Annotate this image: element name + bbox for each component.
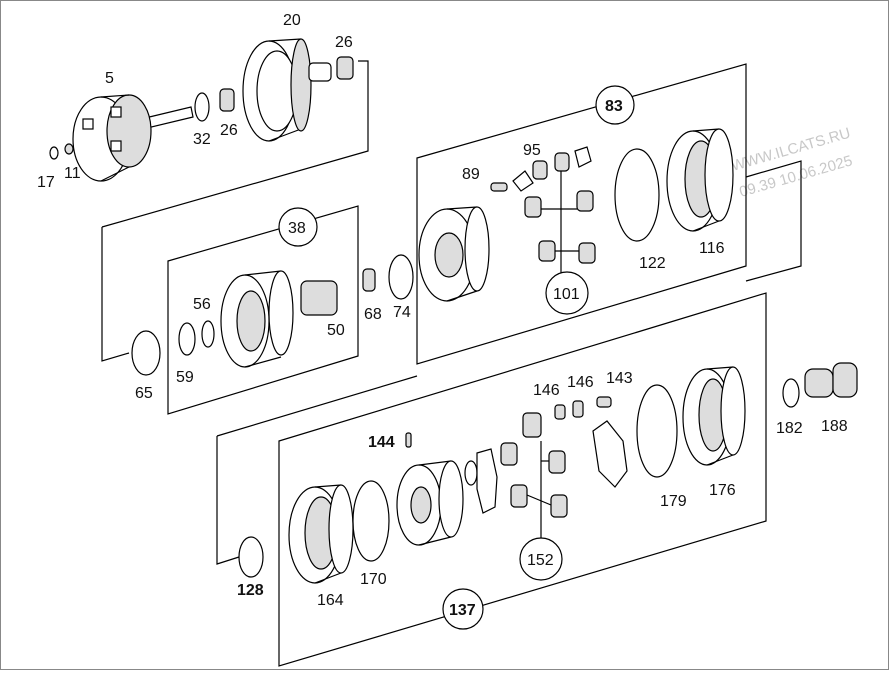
part-26-bearing-lower[interactable] [219, 88, 235, 112]
part-74-ring[interactable] [388, 254, 414, 300]
part-11-pin[interactable] [64, 143, 74, 155]
part-68-bearing[interactable] [362, 268, 376, 292]
callout-circle-83 [595, 85, 635, 125]
callout-circle-152 [519, 537, 563, 581]
label-26-upper: 26 [335, 34, 353, 51]
part-38-clutch-drum[interactable] [220, 270, 294, 368]
label-56: 56 [193, 296, 211, 313]
part-137-planet-carrier[interactable] [396, 460, 464, 546]
label-5: 5 [105, 70, 114, 87]
label-128: 128 [237, 582, 264, 599]
part-5-drum-shaft[interactable] [72, 94, 194, 182]
part-65-ring[interactable] [131, 330, 161, 376]
label-38: 38 [288, 220, 306, 237]
label-143: 143 [606, 370, 633, 387]
group-frame-137 [216, 292, 767, 667]
label-50: 50 [327, 322, 345, 339]
part-182-ring[interactable] [782, 378, 800, 408]
label-122: 122 [639, 255, 666, 272]
part-179-snap-ring[interactable] [636, 384, 678, 478]
part-164-ring-gear[interactable] [288, 484, 354, 584]
label-20: 20 [283, 12, 301, 29]
label-11: 11 [64, 165, 81, 182]
part-20-drum[interactable] [242, 38, 332, 142]
part-143-pin[interactable] [596, 396, 612, 408]
label-144: 144 [368, 434, 395, 451]
callout-circle-101 [545, 271, 589, 315]
part-122-snap-ring[interactable] [614, 148, 660, 242]
part-144-pin[interactable] [405, 432, 412, 448]
part-89-pin[interactable] [490, 182, 508, 192]
part-170-snap-ring[interactable] [352, 480, 390, 562]
label-65: 65 [135, 385, 153, 402]
part-26-bearing-upper[interactable] [336, 56, 354, 80]
label-164: 164 [317, 592, 344, 609]
part-152-pinion-set[interactable] [464, 412, 568, 541]
part-146-bearing-set[interactable] [554, 400, 584, 420]
part-50-hub[interactable] [300, 280, 338, 316]
part-176-ring-gear[interactable] [682, 366, 746, 466]
label-176: 176 [709, 482, 736, 499]
label-74: 74 [393, 304, 411, 321]
label-170: 170 [360, 571, 387, 588]
label-101: 101 [553, 286, 580, 303]
label-188: 188 [821, 418, 848, 435]
label-68: 68 [364, 306, 382, 323]
label-182: 182 [776, 420, 803, 437]
part-153-plate [592, 420, 628, 488]
label-179: 179 [660, 493, 687, 510]
part-32-ring[interactable] [194, 92, 210, 122]
label-95: 95 [523, 142, 541, 159]
callout-circle-137 [442, 588, 484, 630]
label-17: 17 [37, 174, 55, 191]
part-59-ring[interactable] [178, 322, 196, 356]
part-95-pinion-set[interactable] [512, 146, 596, 273]
label-116: 116 [699, 240, 725, 257]
label-146-right: 146 [567, 374, 594, 391]
part-128-ring[interactable] [238, 536, 264, 578]
part-116-ring-gear[interactable] [666, 128, 734, 232]
part-83-planet-carrier[interactable] [418, 206, 490, 302]
label-83: 83 [605, 98, 623, 115]
label-137: 137 [449, 602, 476, 619]
label-26-lower: 26 [220, 122, 238, 139]
group-frame-83 [416, 63, 802, 365]
part-56-ring[interactable] [201, 320, 215, 348]
part-17-washer[interactable] [49, 146, 59, 160]
label-89: 89 [462, 166, 480, 183]
label-146-left: 146 [533, 382, 560, 399]
part-188-bearing[interactable] [804, 362, 858, 398]
label-32: 32 [193, 131, 211, 148]
callout-circle-38 [278, 207, 318, 247]
label-59: 59 [176, 369, 194, 386]
label-152: 152 [527, 552, 554, 569]
